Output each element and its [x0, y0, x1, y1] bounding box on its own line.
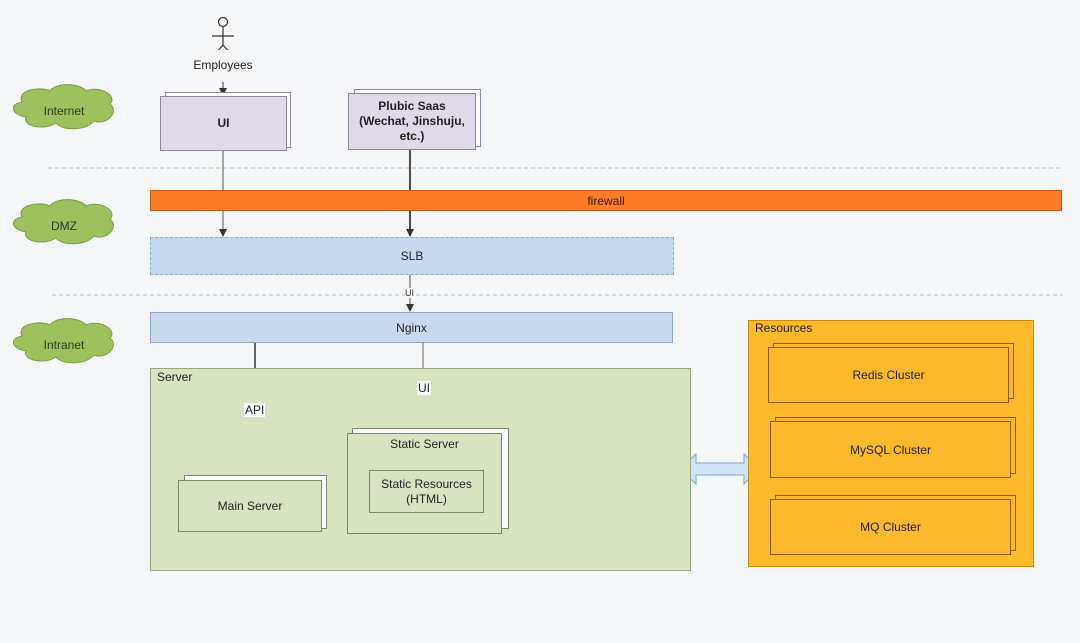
mysql-cluster-node: MySQL Cluster — [770, 421, 1011, 478]
employees-label: Employees — [190, 50, 256, 80]
nginx-node: Nginx — [150, 312, 673, 343]
mq-cluster-node: MQ Cluster — [770, 499, 1011, 555]
edge-label-static-ui: UI — [417, 381, 431, 395]
cloud-intranet — [13, 318, 114, 364]
static-server-title: Static Server — [390, 437, 459, 451]
firewall-bar: firewall — [150, 190, 1062, 211]
cloud-internet — [13, 84, 114, 130]
resources-group-title: Resources — [755, 321, 813, 335]
edge-label-slb-nginx: UI — [405, 288, 414, 298]
main-server-node: Main Server — [178, 480, 322, 532]
static-resources-node: Static Resources (HTML) — [369, 470, 484, 513]
server-group-title: Server — [157, 370, 193, 384]
slb-node: SLB — [150, 237, 674, 275]
public-saas-node: Plubic Saas (Wechat, Jinshuju, etc.) — [348, 93, 476, 150]
redis-cluster-node: Redis Cluster — [768, 347, 1009, 403]
employee-actor-icon — [212, 16, 234, 55]
edge-label-api: API — [244, 403, 266, 417]
cloud-dmz — [13, 199, 114, 245]
ui-node: UI — [160, 96, 287, 151]
